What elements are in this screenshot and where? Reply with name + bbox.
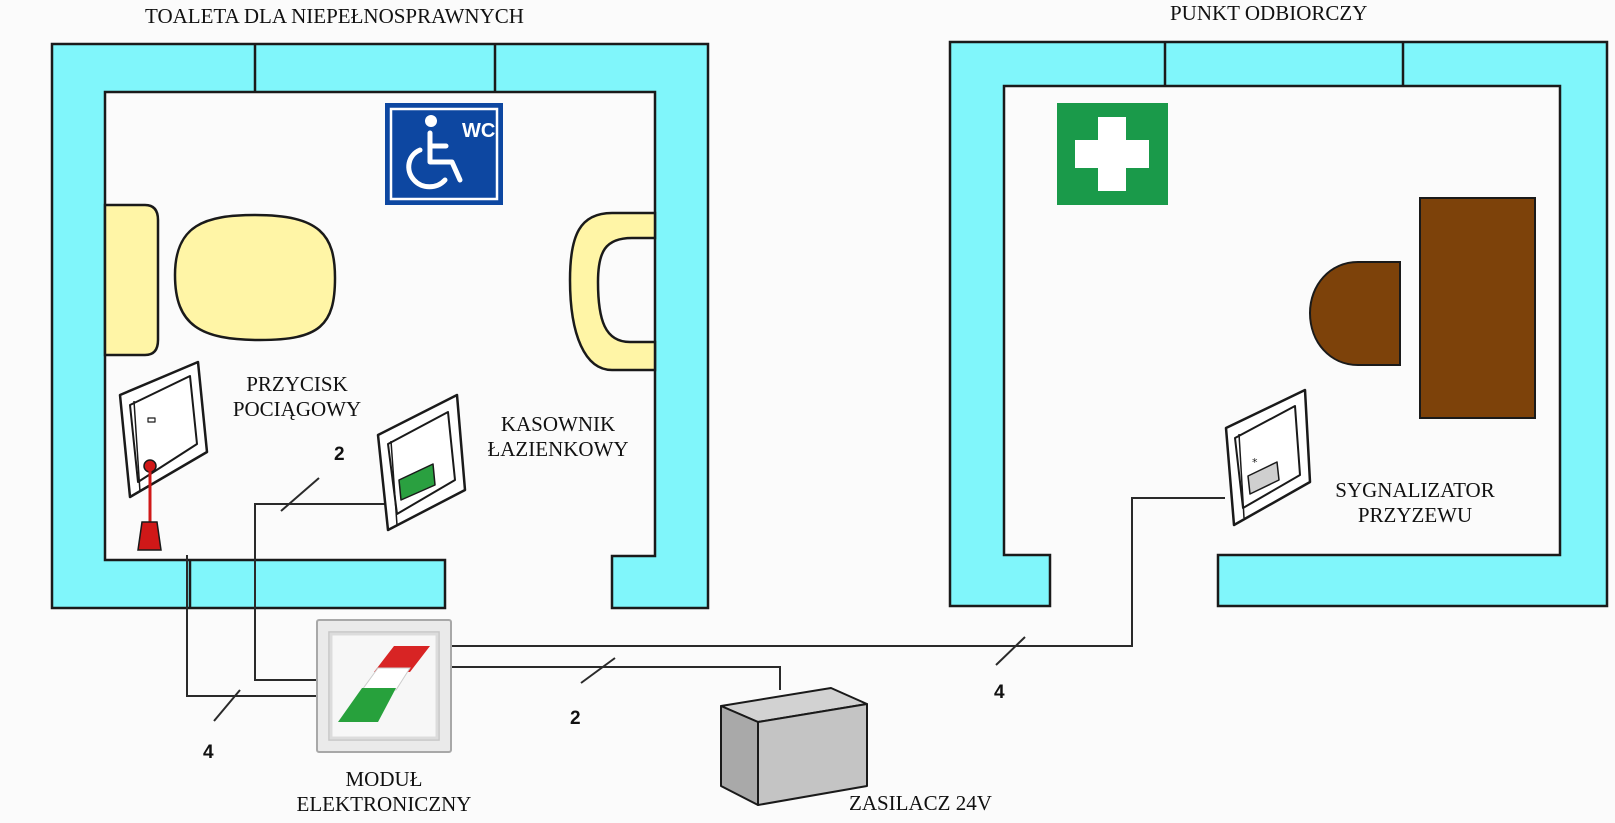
pull-button-device (118, 360, 209, 499)
washbasin (568, 211, 657, 372)
toilet-bowl (173, 213, 337, 342)
module-label-line1: MODUŁ (345, 767, 423, 791)
toilet-room-title: TOALETA DLA NIEPEŁNOSPRAWNYCH (145, 4, 524, 28)
wire-module-to-signaller (450, 497, 1225, 647)
first-aid-sign (1057, 103, 1168, 205)
signaller-label-line2: PRZYZEWU (1357, 503, 1473, 527)
toilet-tank (103, 203, 160, 357)
signaller-device: * (1224, 388, 1312, 527)
signaller-label-line1: SYGNALIZATOR (1335, 478, 1495, 502)
pull-button-label-line1: PRZYCISK (246, 372, 348, 396)
module-label: MODUŁ ELEKTRONICZNY (284, 767, 484, 817)
electronic-module (316, 619, 452, 753)
reception-furniture (1308, 197, 1536, 419)
power-supply (720, 687, 868, 806)
module-logo-icon (338, 646, 430, 722)
desk (1419, 197, 1536, 419)
module-label-line2: ELEKTRONICZNY (296, 792, 472, 816)
wire-count-power: 2 (570, 708, 581, 729)
toilet-room-walls (50, 42, 710, 610)
power-supply-label: ZASILACZ 24V (849, 791, 992, 815)
reception-room-walls (948, 40, 1609, 608)
chair (1308, 261, 1401, 366)
toilet-fixtures (103, 203, 657, 372)
pull-button-label: PRZYCISK POCIĄGOWY (222, 372, 372, 422)
svg-text:*: * (1252, 456, 1258, 469)
wiring (186, 477, 1225, 722)
reset-button-label-line1: KASOWNIK (500, 412, 616, 436)
pull-button-label-line2: POCIĄGOWY (232, 397, 362, 421)
wire-reset-button-to-module (254, 503, 385, 681)
wire-pull-button-to-module (186, 555, 318, 697)
wire-module-to-power (450, 666, 781, 690)
reset-button-device (376, 393, 467, 532)
wire-count-pull-button: 4 (203, 742, 214, 763)
wc-sign-text: WC (462, 120, 495, 142)
first-aid-cross-icon (1075, 117, 1149, 191)
signaller-indicator (1247, 461, 1280, 495)
signaller-label: SYGNALIZATOR PRZYZEWU (1325, 478, 1505, 528)
wc-sign (385, 103, 503, 205)
reception-room-title: PUNKT ODBIORCZY (1170, 1, 1368, 25)
pull-cord-handle (137, 521, 162, 551)
reset-button-label-line2: ŁAZIENKOWY (487, 437, 629, 461)
reset-button-label: KASOWNIK ŁAZIENKOWY (478, 412, 638, 462)
wheelchair-icon (406, 115, 463, 190)
wire-count-signaller: 4 (994, 682, 1005, 703)
reset-button-green-key (398, 463, 436, 501)
wire-count-reset-button: 2 (334, 444, 345, 465)
pull-cord (137, 459, 162, 551)
